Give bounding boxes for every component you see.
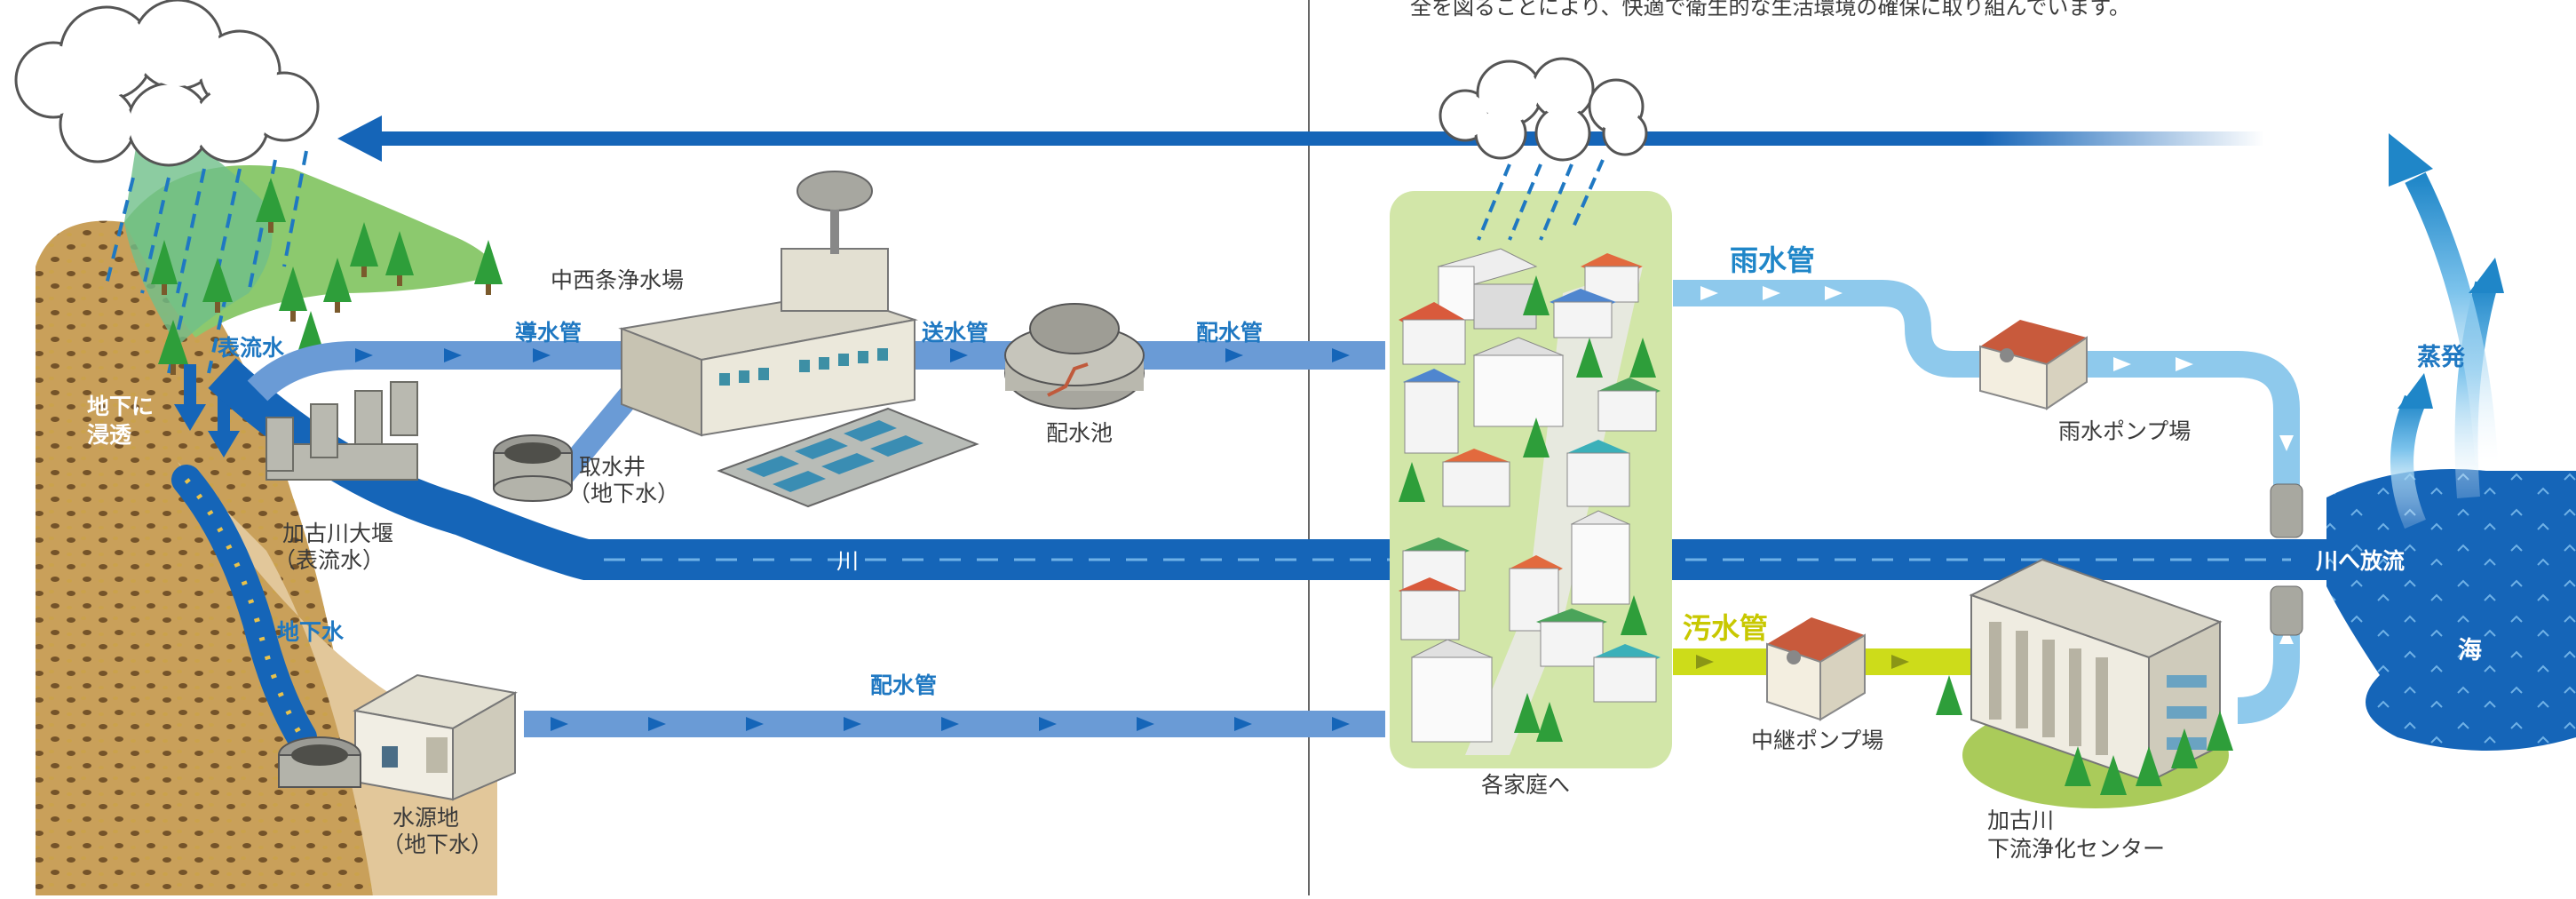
conduit-pipe xyxy=(247,341,1385,402)
rain-pump-building xyxy=(1979,320,2088,410)
label-rainwater-pipe: 雨水管 xyxy=(1730,243,1816,277)
label-relay-pump: 中継ポンプ場 xyxy=(1751,728,1884,753)
label-treatment-center-2: 下流浄化センター xyxy=(1987,836,2166,862)
label-transmission-pipe: 送水管 xyxy=(922,320,989,346)
label-distribution-pipe-bottom: 配水管 xyxy=(870,672,938,698)
label-conduit-pipe: 導水管 xyxy=(515,320,583,346)
relay-pump-building xyxy=(1766,617,1866,721)
houses xyxy=(1399,248,1661,743)
header-caption: 全を図ることにより、快適で衛生的な生活環境の確保に取り組んでいます。 xyxy=(1410,0,2130,20)
label-sewage-pipe: 汚水管 xyxy=(1683,611,1769,645)
label-discharge: 川へ放流 xyxy=(2316,548,2406,574)
label-water-source: 水源地 xyxy=(392,805,460,831)
label-water-source-note: （地下水） xyxy=(382,831,494,857)
water-source-building xyxy=(278,673,518,801)
label-infiltration-2: 浸透 xyxy=(87,422,132,448)
return-arrow-head xyxy=(337,115,382,162)
label-purification-plant: 中西条浄水場 xyxy=(551,267,685,293)
label-rain-pump: 雨水ポンプ場 xyxy=(2058,418,2192,444)
label-evaporation: 蒸発 xyxy=(2417,344,2465,371)
label-treatment-center-1: 加古川 xyxy=(1987,808,2055,833)
infiltration-arrows xyxy=(174,364,240,457)
label-intake-well: 取水井 xyxy=(579,454,646,480)
trees-town xyxy=(1399,275,1656,742)
return-arrow-shaft xyxy=(373,131,2264,146)
label-intake-well-note: （地下水） xyxy=(568,481,680,506)
purification-plant xyxy=(618,171,979,508)
label-surface-water: 表流水 xyxy=(218,335,285,361)
label-river: 川 xyxy=(836,548,860,574)
label-reservoir: 配水池 xyxy=(1046,420,1114,446)
label-groundwater: 地下水 xyxy=(277,619,345,645)
trees-treatment xyxy=(1936,675,2233,795)
treatment-center xyxy=(1969,558,2223,784)
label-households: 各家庭へ xyxy=(1481,772,1571,798)
label-weir-note: （表流水） xyxy=(273,547,385,573)
label-infiltration-1: 地下に xyxy=(87,394,155,419)
rainwater-pipe xyxy=(1673,280,2300,489)
distribution-reservoir xyxy=(1004,303,1145,410)
label-sea: 海 xyxy=(2458,637,2482,664)
label-distribution-pipe-top: 配水管 xyxy=(1196,320,1264,346)
rain-town xyxy=(1477,159,1605,241)
treated-outflow-pipe xyxy=(2237,595,2300,724)
weir xyxy=(266,381,418,481)
label-weir: 加古川大堰 xyxy=(282,521,394,546)
intake-well xyxy=(493,434,573,502)
evaporation-arrows xyxy=(2390,172,2498,529)
